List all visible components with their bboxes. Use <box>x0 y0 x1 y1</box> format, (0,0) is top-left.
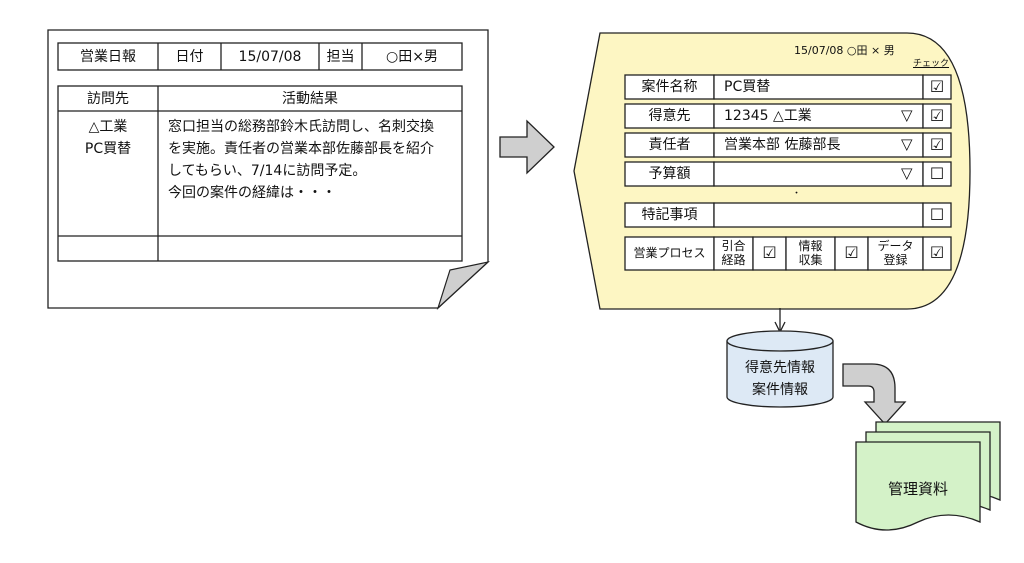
dropdown-icon[interactable]: ▽ <box>901 164 913 182</box>
report-header-table <box>57 42 463 71</box>
separator-dot: ・ <box>792 189 802 199</box>
result-line: 今回の案件の経緯は・・・ <box>168 185 336 201</box>
checkbox-inquiry[interactable]: ☑ <box>762 243 777 262</box>
output-document-label: 管理資料 <box>887 480 948 498</box>
checkbox-budget[interactable]: ☐ <box>929 164 945 183</box>
flow-arrow-right <box>499 119 555 175</box>
col-result-header: 活動結果 <box>282 91 338 107</box>
process-item-line: 経路 <box>721 253 746 267</box>
row-label-customer: 得意先 <box>648 108 691 124</box>
date-value: 15/07/08 <box>238 49 302 65</box>
check-header: チェック <box>913 59 950 69</box>
result-line: を実施。責任者の営業本部佐藤部長を紹介 <box>168 141 434 157</box>
process-label: 営業プロセス <box>633 246 706 260</box>
result-cell: 窓口担当の総務部鈴木氏訪問し、名刺交換 を実施。責任者の営業本部佐藤部長を紹介 … <box>168 116 434 204</box>
flow-arrow-curved <box>842 363 907 425</box>
checkbox-info[interactable]: ☑ <box>844 243 859 262</box>
process-item-line: 情報 <box>798 239 823 253</box>
row-value-manager[interactable]: 営業本部 佐藤部長 <box>724 137 841 153</box>
form-header: 15/07/08 ○田 × 男 <box>794 44 895 57</box>
database-label: 得意先情報 案件情報 <box>727 357 833 401</box>
database-cylinder <box>726 330 834 408</box>
row-label-manager: 責任者 <box>648 137 691 153</box>
process-item-line: 登録 <box>883 253 908 267</box>
dropdown-icon[interactable]: ▽ <box>901 106 913 124</box>
process-item-data: データ 登録 <box>868 239 923 267</box>
row-value-case-name[interactable]: PC買替 <box>724 79 771 95</box>
checkbox-manager[interactable]: ☑ <box>929 135 945 154</box>
database-line: 得意先情報 <box>745 360 815 376</box>
person-label: 担当 <box>326 49 355 65</box>
process-item-line: データ <box>877 239 914 253</box>
result-line: 窓口担当の総務部鈴木氏訪問し、名刺交換 <box>168 119 434 135</box>
process-item-info: 情報 収集 <box>786 239 835 267</box>
col-visit-header: 訪問先 <box>87 91 129 107</box>
checkbox-customer[interactable]: ☑ <box>929 106 945 125</box>
visit-line: PC買替 <box>84 141 132 157</box>
process-item-line: 引合 <box>721 239 746 253</box>
form-grid <box>624 74 952 271</box>
process-item-inquiry: 引合 経路 <box>714 239 753 267</box>
person-value: ○田×男 <box>386 49 438 65</box>
page-curl <box>436 260 491 310</box>
row-label-case-name: 案件名称 <box>641 79 698 95</box>
database-line: 案件情報 <box>752 382 808 398</box>
result-line: してもらい、7/14に訪問予定。 <box>168 163 367 179</box>
document-stack <box>855 421 1001 531</box>
checkbox-case-name[interactable]: ☑ <box>929 77 945 96</box>
process-item-line: 収集 <box>798 253 823 267</box>
checkbox-data[interactable]: ☑ <box>929 243 945 262</box>
report-body-table <box>57 85 463 262</box>
date-label: 日付 <box>175 49 204 65</box>
dropdown-icon[interactable]: ▽ <box>901 135 913 153</box>
visit-cell: △工業 PC買替 <box>58 116 158 160</box>
visit-line: △工業 <box>88 119 128 135</box>
row-label-budget: 予算額 <box>648 166 691 182</box>
row-label-notes: 特記事項 <box>641 207 698 223</box>
report-title: 営業日報 <box>80 49 136 65</box>
checkbox-notes[interactable]: ☐ <box>929 205 945 224</box>
row-value-customer[interactable]: 12345 △工業 <box>724 108 812 124</box>
